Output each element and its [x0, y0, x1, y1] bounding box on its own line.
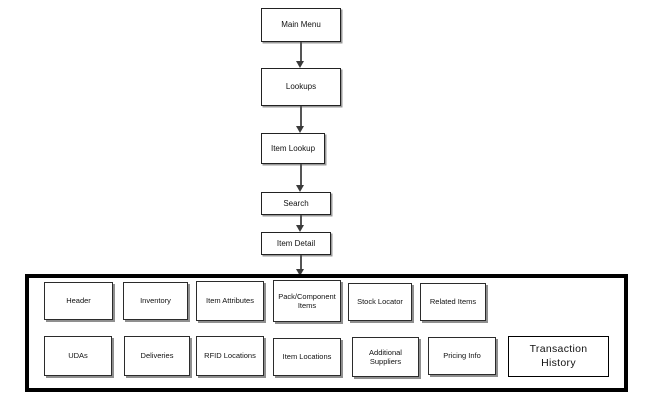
flow-node-search[interactable]: Search — [261, 192, 331, 215]
tile-pack-component-items[interactable]: Pack/Component Items — [273, 280, 341, 322]
tile-additional-suppliers[interactable]: Additional Suppliers — [352, 337, 419, 377]
connector-arrowhead-3 — [296, 185, 305, 192]
tile-transaction-history[interactable]: Transaction History — [508, 336, 609, 377]
connector-line-2 — [300, 106, 302, 126]
tile-related-items[interactable]: Related Items — [420, 283, 486, 321]
tile-rfid-locations[interactable]: RFID Locations — [196, 336, 264, 376]
flow-node-item-lookup[interactable]: Item Lookup — [261, 133, 325, 164]
tile-inventory[interactable]: Inventory — [123, 282, 188, 320]
connector-arrowhead-2 — [296, 126, 305, 133]
connector-line-1 — [300, 42, 302, 61]
connector-arrowhead-4 — [296, 225, 305, 232]
tile-stock-locator[interactable]: Stock Locator — [348, 283, 412, 321]
tile-item-attributes[interactable]: Item Attributes — [196, 281, 264, 321]
connector-arrowhead-1 — [296, 61, 305, 68]
flow-node-main-menu[interactable]: Main Menu — [261, 8, 341, 42]
tile-deliveries[interactable]: Deliveries — [124, 336, 190, 376]
tile-udas[interactable]: UDAs — [44, 336, 112, 376]
connector-line-3 — [300, 164, 302, 185]
flow-node-lookups[interactable]: Lookups — [261, 68, 341, 106]
connector-line-4 — [300, 215, 302, 225]
connector-arrowhead-5 — [296, 269, 305, 276]
flow-node-item-detail[interactable]: Item Detail — [261, 232, 331, 255]
connector-line-5 — [300, 255, 302, 269]
tile-item-locations[interactable]: Item Locations — [273, 338, 341, 376]
tile-pricing-info[interactable]: Pricing Info — [428, 337, 496, 375]
tile-header[interactable]: Header — [44, 282, 113, 320]
